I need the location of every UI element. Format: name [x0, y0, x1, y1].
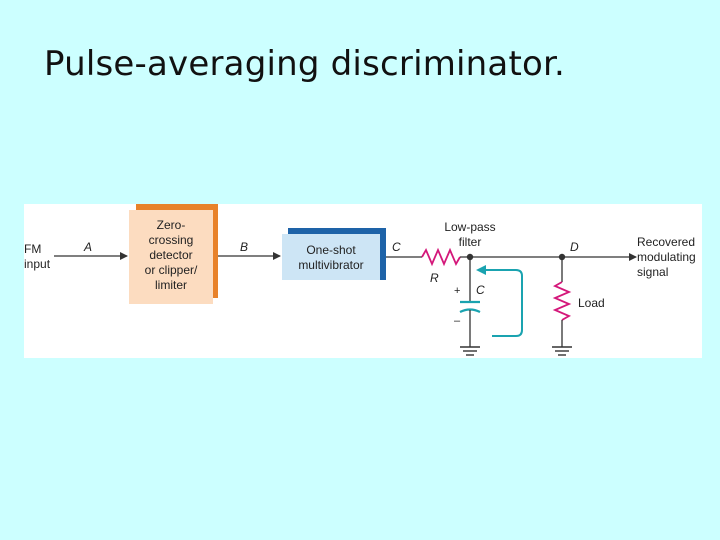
resistor-label: R	[430, 271, 439, 285]
block2-line2: multivibrator	[298, 258, 363, 272]
node-d-label: D	[570, 240, 579, 254]
node-c-top-label: C	[392, 240, 401, 254]
one-shot-multivibrator-block: One-shot multivibrator	[282, 228, 386, 280]
block2-line1: One-shot	[306, 243, 356, 257]
ground-symbol-load	[552, 346, 572, 356]
resistor-r	[421, 247, 461, 267]
circuit-svg: FM input A Zero- crossing detector or cl…	[24, 204, 702, 358]
slide-title: Pulse-averaging discriminator.	[44, 44, 566, 84]
capacitor-plate-bottom	[459, 308, 481, 313]
zero-crossing-detector-block: Zero- crossing detector or clipper/ limi…	[129, 204, 218, 304]
load-resistor	[552, 281, 572, 321]
block1-line1: Zero-	[157, 218, 186, 232]
output-label-line1: Recovered	[637, 235, 695, 249]
low-pass-label-line2: filter	[459, 235, 482, 249]
fm-input-label-line2: input	[24, 257, 51, 271]
diagram-background	[24, 204, 702, 358]
circuit-diagram: FM input A Zero- crossing detector or cl…	[24, 204, 702, 358]
load-label: Load	[578, 296, 605, 310]
low-pass-label-line1: Low-pass	[444, 220, 495, 234]
block2-face	[282, 234, 380, 280]
node-b-label: B	[240, 240, 248, 254]
ground-symbol-capacitor	[460, 346, 480, 356]
charge-current-arrow	[476, 265, 523, 337]
output-label-line3: signal	[637, 265, 668, 279]
capacitor-plus-sign: +	[454, 285, 460, 297]
output-label-line2: modulating	[637, 250, 696, 264]
block1-line3: detector	[149, 248, 192, 262]
node-a-label: A	[83, 240, 92, 254]
block1-line2: crossing	[149, 233, 194, 247]
block1-face	[129, 210, 213, 304]
block1-line5: limiter	[155, 278, 187, 292]
capacitor-label: C	[476, 283, 485, 297]
fm-input-label-line1: FM	[24, 242, 41, 256]
capacitor-minus-sign: –	[454, 315, 461, 327]
block1-line4: or clipper/	[145, 263, 198, 277]
